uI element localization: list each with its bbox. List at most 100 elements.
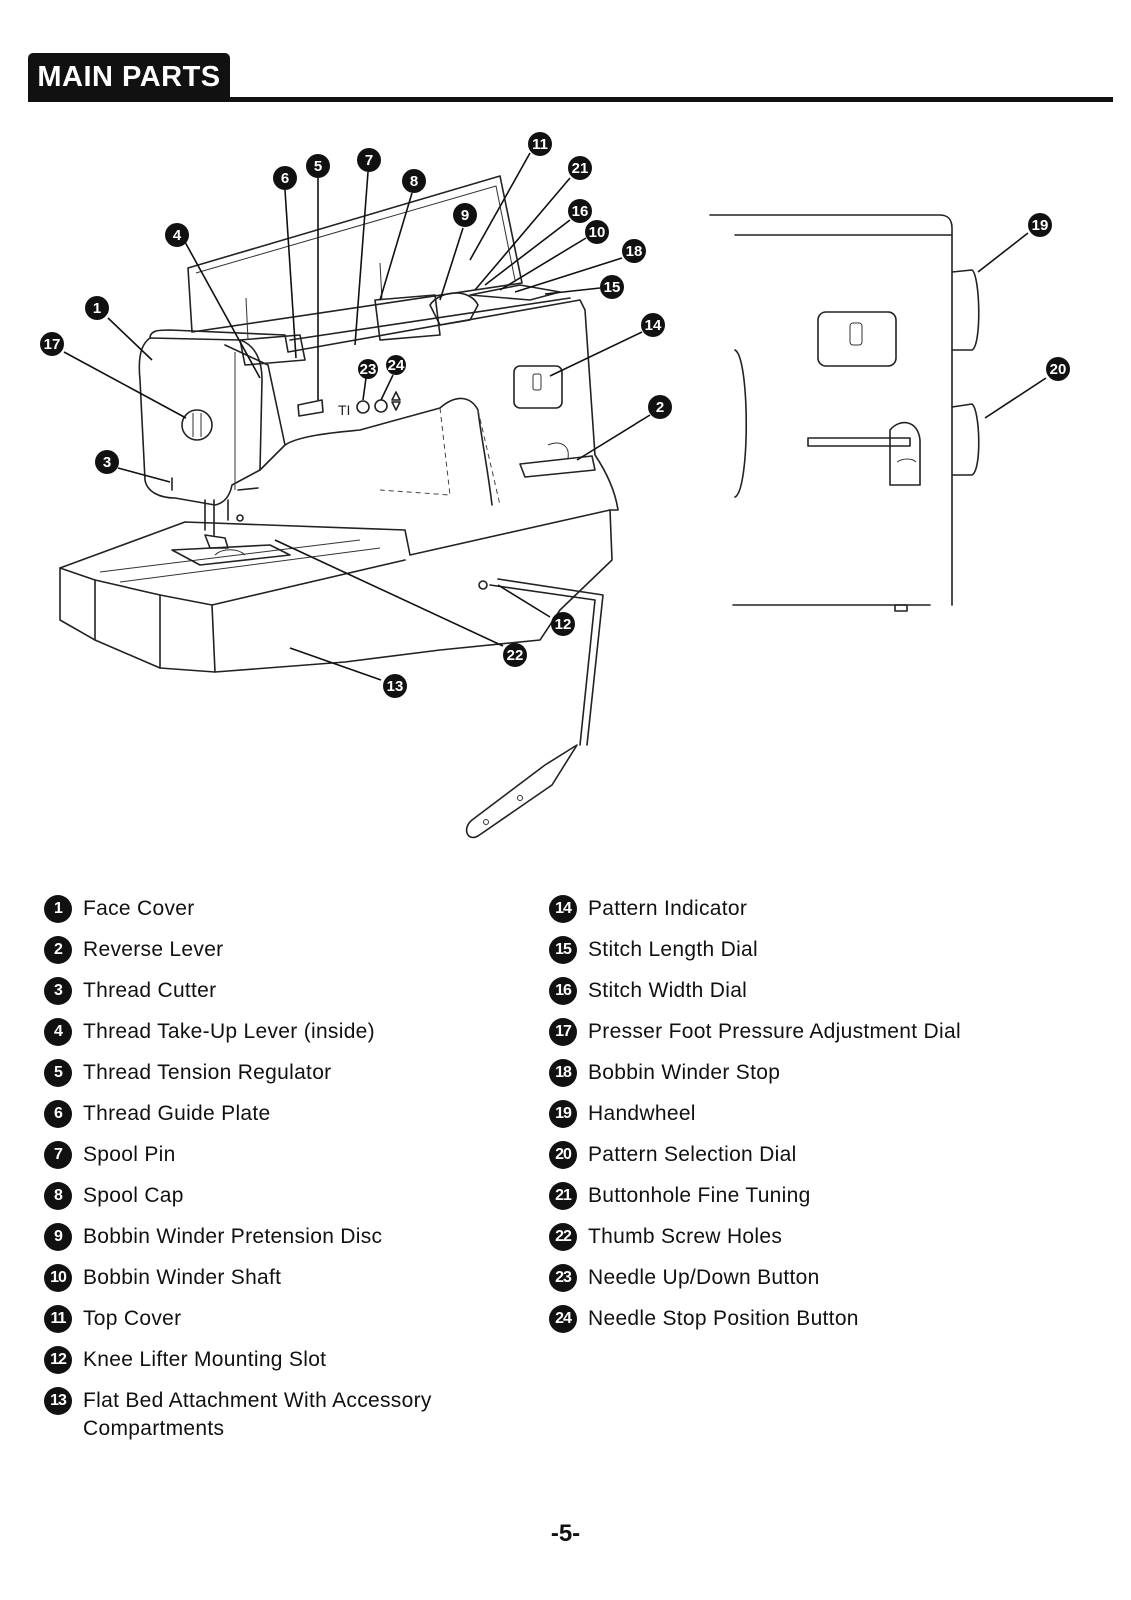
callout-8: 8 (402, 169, 426, 193)
callout-7: 7 (357, 148, 381, 172)
callout-4: 4 (165, 223, 189, 247)
callout-16: 16 (568, 199, 592, 223)
part-number: 7 (44, 1141, 72, 1169)
part-item: 21 Buttonhole Fine Tuning (549, 1182, 1109, 1223)
callout-13: 13 (383, 674, 407, 698)
part-label: Thumb Screw Holes (588, 1225, 783, 1248)
part-item: 13 Flat Bed Attachment With Accessory Com… (44, 1387, 514, 1451)
callout-5: 5 (306, 154, 330, 178)
svg-text:2: 2 (656, 399, 664, 416)
part-number: 17 (549, 1018, 577, 1046)
svg-text:12: 12 (555, 616, 572, 633)
part-label: Thread Tension Regulator (83, 1061, 332, 1084)
part-item: 15 Stitch Length Dial (549, 936, 1109, 977)
part-number: 24 (549, 1305, 577, 1333)
svg-text:8: 8 (410, 173, 418, 190)
callout-21: 21 (568, 156, 592, 180)
part-number: 16 (549, 977, 577, 1005)
callout-14: 14 (641, 313, 665, 337)
leader-lines (63, 152, 1047, 681)
part-label: Bobbin Winder Stop (588, 1061, 781, 1084)
part-number: 6 (44, 1100, 72, 1128)
callout-18: 18 (622, 239, 646, 263)
part-number: 1 (44, 895, 72, 923)
svg-text:6: 6 (281, 170, 289, 187)
part-label: Presser Foot Pressure Adjustment Dial (588, 1020, 961, 1043)
callout-10: 10 (585, 220, 609, 244)
page-number: -5- (550, 1520, 581, 1547)
part-number: 23 (549, 1264, 577, 1292)
part-label: Bobbin Winder Pretension Disc (83, 1225, 383, 1248)
callout-19: 19 (1028, 213, 1052, 237)
part-number: 22 (549, 1223, 577, 1251)
svg-text:5: 5 (314, 158, 322, 175)
part-label: Face Cover (83, 897, 195, 920)
part-number: 18 (549, 1059, 577, 1087)
part-number: 5 (44, 1059, 72, 1087)
part-label: Stitch Length Dial (588, 938, 758, 961)
part-number: 15 (549, 936, 577, 964)
part-item: 17 Presser Foot Pressure Adjustment Dial (549, 1018, 1109, 1059)
part-label: Top Cover (83, 1307, 182, 1330)
svg-text:23: 23 (360, 361, 377, 378)
part-label: Spool Cap (83, 1184, 184, 1207)
callout-24: 24 (386, 355, 406, 375)
svg-text:20: 20 (1050, 361, 1067, 378)
callout-22: 22 (503, 643, 527, 667)
machine-front-symbol: TI (338, 402, 350, 418)
svg-text:1: 1 (93, 300, 101, 317)
svg-text:22: 22 (507, 647, 524, 664)
part-item: 12 Knee Lifter Mounting Slot (44, 1346, 514, 1387)
callout-12: 12 (551, 612, 575, 636)
part-label: Flat Bed Attachment With Accessory Compa… (83, 1389, 432, 1440)
part-label: Knee Lifter Mounting Slot (83, 1348, 327, 1371)
part-item: 1 Face Cover (44, 895, 514, 936)
callout-1: 1 (85, 296, 109, 320)
part-label: Buttonhole Fine Tuning (588, 1184, 811, 1207)
callout-15: 15 (600, 275, 624, 299)
part-number: 8 (44, 1182, 72, 1210)
part-number: 12 (44, 1346, 72, 1374)
callout-17: 17 (40, 332, 64, 356)
part-item: 22 Thumb Screw Holes (549, 1223, 1109, 1264)
svg-text:14: 14 (645, 317, 662, 334)
part-label: Reverse Lever (83, 938, 224, 961)
svg-text:21: 21 (572, 160, 589, 177)
svg-text:7: 7 (365, 152, 373, 169)
part-item: 16 Stitch Width Dial (549, 977, 1109, 1018)
svg-text:3: 3 (103, 454, 111, 471)
part-item: 8 Spool Cap (44, 1182, 514, 1223)
part-number: 21 (549, 1182, 577, 1210)
part-label: Stitch Width Dial (588, 979, 748, 1002)
svg-text:11: 11 (532, 136, 548, 153)
svg-text:18: 18 (626, 243, 643, 260)
callout-11: 11 (528, 132, 552, 156)
callout-2: 2 (648, 395, 672, 419)
sewing-machine-diagram: TI (40, 132, 1070, 839)
part-number: 13 (44, 1387, 72, 1415)
svg-text:24: 24 (388, 357, 405, 374)
section-title: MAIN PARTS (28, 53, 230, 99)
part-label: Thread Take-Up Lever (inside) (83, 1020, 375, 1043)
svg-text:17: 17 (44, 336, 61, 353)
part-item: 5 Thread Tension Regulator (44, 1059, 514, 1100)
part-number: 2 (44, 936, 72, 964)
part-number: 11 (44, 1305, 72, 1333)
section-header: MAIN PARTS (28, 53, 1113, 105)
part-item: 18 Bobbin Winder Stop (549, 1059, 1109, 1100)
side-view-drawing (709, 214, 980, 612)
callout-9: 9 (453, 203, 477, 227)
svg-text:10: 10 (589, 224, 606, 241)
part-number: 4 (44, 1018, 72, 1046)
